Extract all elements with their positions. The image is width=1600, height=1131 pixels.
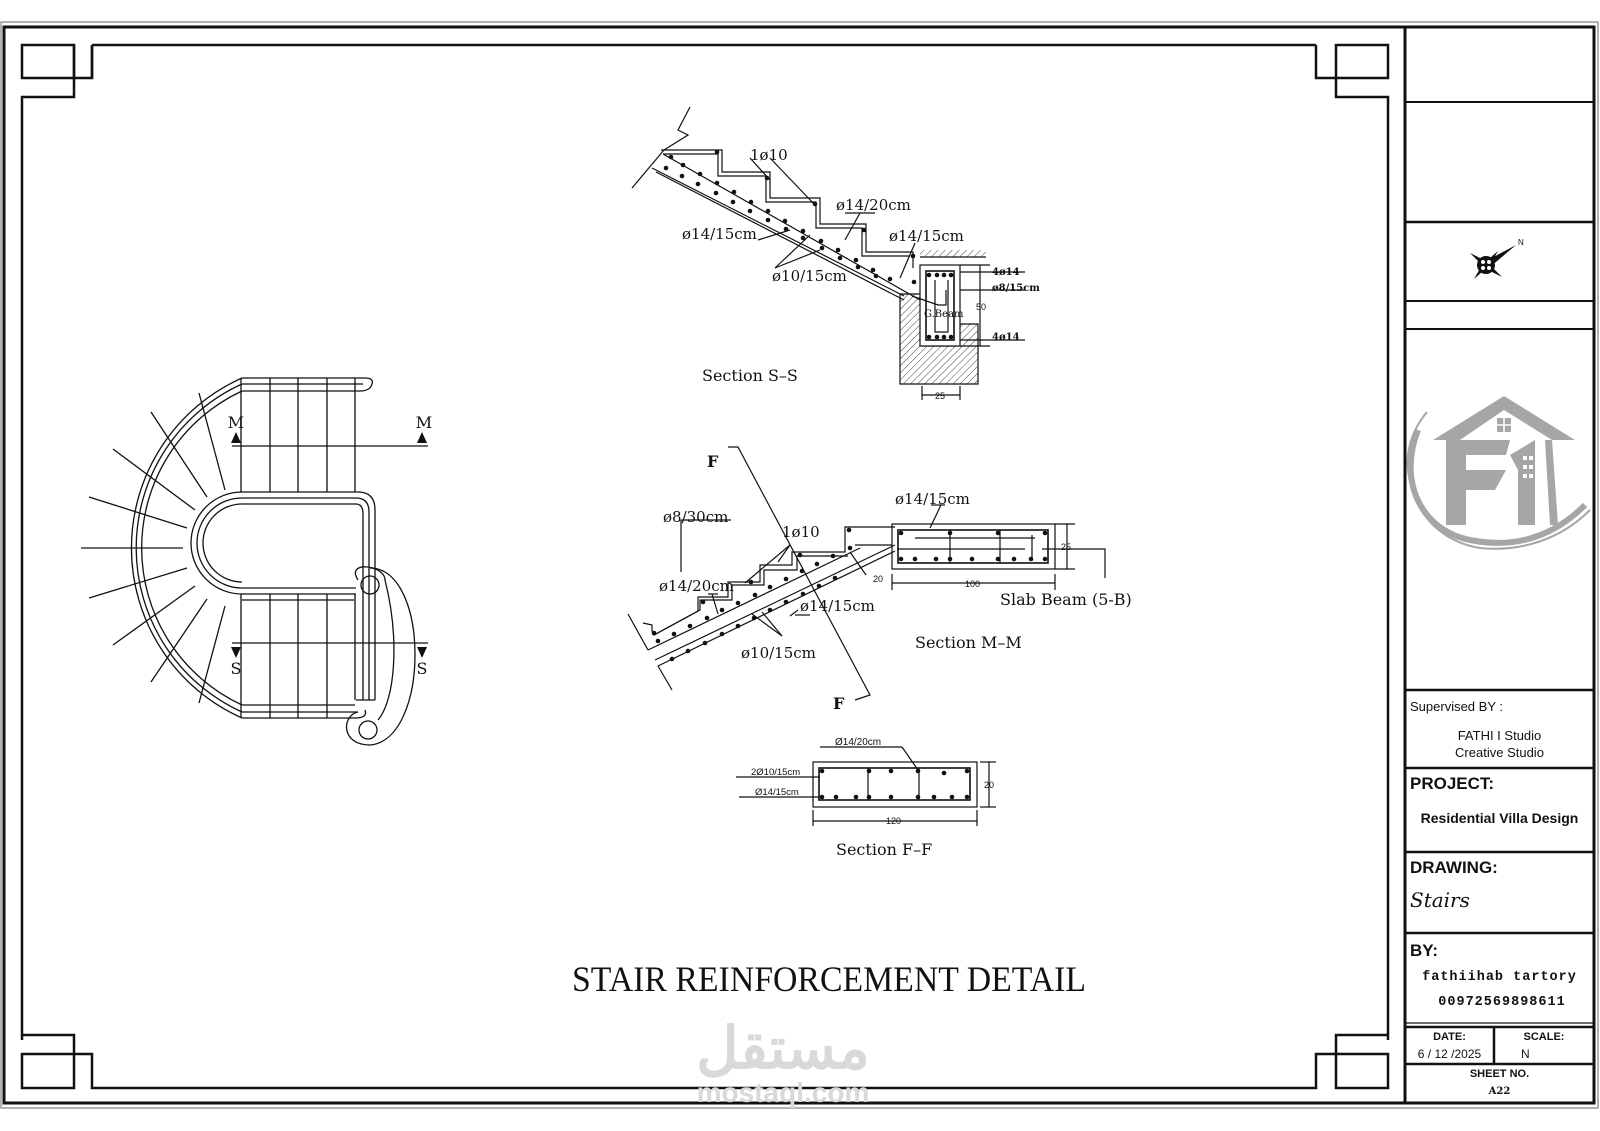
section-ss-labels: 1ø10 ø14/20cm ø14/15cm ø14/15cm ø10/15cm… [682, 146, 1040, 401]
sheet-label: SHEET NO. [1469, 1068, 1530, 1080]
cut-label-m-left: M [228, 413, 244, 432]
label-ff-width: 120 [886, 816, 901, 826]
label-ff-left-lower: Ø14/15cm [755, 787, 799, 798]
main-frame [2, 25, 1596, 1105]
cut-label-f-bottom: F [833, 694, 845, 713]
watermark-arabic: مستقل [696, 1016, 870, 1081]
supervised-label: Supervised BY : [1410, 699, 1503, 714]
cut-label-f-top: F [707, 452, 719, 471]
drawing-title: STAIR REINFORCEMENT DETAIL [572, 959, 1086, 999]
label-mm-dim-100: 100 [965, 579, 980, 589]
watermark-latin: mostaql.com [697, 1077, 870, 1108]
scale-value: N [1521, 1047, 1530, 1061]
section-ss-drawing [631, 106, 1025, 400]
label-mm-beam-bar: ø14/15cm [895, 490, 970, 508]
label-ss-upper-bar: ø14/20cm [836, 196, 911, 214]
section-ss-bars [663, 149, 954, 340]
supervisor-line2: Creative Studio [1455, 745, 1544, 760]
label-ss-beam-height: 50 [976, 302, 986, 312]
stair-plan [81, 377, 428, 746]
label-ss-distribution: ø10/15cm [772, 267, 847, 285]
label-mm-bottom-bar: ø14/15cm [800, 597, 875, 615]
section-ff-title: Section F–F [836, 840, 932, 859]
studio-logo [1406, 396, 1591, 550]
label-ss-stirrup: ø8/15cm [992, 283, 1040, 294]
date-label: DATE: [1433, 1031, 1466, 1043]
label-ss-beam-top: 4ø14 [992, 267, 1020, 278]
section-mm-labels: F F ø8/30cm 1ø10 ø14/20cm ø14/15cm ø14/1… [659, 452, 1132, 713]
outer-frame [0, 21, 1599, 1109]
cut-label-s-right: S [417, 659, 428, 678]
project-value: Residential Villa Design [1420, 810, 1579, 826]
decorative-border [20, 43, 1390, 1090]
scale-label: SCALE: [1523, 1031, 1565, 1043]
supervisor-line1: FATHI I Studio [1457, 728, 1542, 743]
label-ss-top-bar: 1ø10 [750, 146, 788, 164]
date-value: 6 / 12 /2025 [1417, 1047, 1482, 1061]
label-mm-dim-25: 25 [1061, 542, 1071, 552]
north-arrow-icon: N [1470, 238, 1524, 279]
section-mm-title: Section M–M [915, 633, 1022, 652]
label-mm-slab-beam: Slab Beam (5-B) [1000, 590, 1132, 609]
section-ff-drawing [736, 746, 996, 826]
label-mm-top-bar: 1ø10 [782, 523, 820, 541]
cut-label-s-left: S [231, 659, 242, 678]
section-mm-bars [651, 527, 1048, 662]
label-mm-distribution: ø10/15cm [741, 644, 816, 662]
section-ff-bars [819, 768, 970, 800]
label-ss-beam-name: G.Beam [924, 309, 964, 320]
label-ss-beam-bottom: 4ø14 [992, 332, 1020, 343]
cut-label-m-right: M [416, 413, 432, 432]
section-ss-title: Section S–S [702, 366, 798, 385]
label-ff-height: 20 [984, 780, 994, 790]
drawing-value: Stairs [1410, 888, 1470, 912]
label-mm-upper-bar: ø14/20cm [659, 577, 734, 595]
section-cut-markers: M M S S [228, 413, 432, 678]
by-label: BY: [1410, 941, 1439, 960]
north-label: N [1518, 238, 1524, 247]
by-phone: 00972569898611 [1438, 995, 1566, 1010]
label-ss-bottom-left: ø14/15cm [682, 225, 757, 243]
label-ss-right-bar: ø14/15cm [889, 227, 964, 245]
label-ff-top: Ø14/20cm [835, 737, 881, 748]
label-mm-stirrup: ø8/30cm [663, 508, 728, 526]
sheet-value: A22 [1488, 1086, 1511, 1097]
label-ss-beam-width: 25 [935, 391, 945, 401]
section-ff-labels: Ø14/20cm 2Ø10/15cm Ø14/15cm 20 120 Secti… [751, 737, 994, 859]
drawing-label: DRAWING: [1410, 858, 1498, 877]
label-ff-left-upper: 2Ø10/15cm [751, 767, 800, 778]
title-block-frame [1403, 27, 1594, 1103]
project-label: PROJECT: [1410, 774, 1495, 793]
label-mm-dim-20: 20 [873, 574, 883, 584]
by-name: fathiihab tartory [1422, 970, 1577, 985]
section-mm-drawing [627, 446, 1106, 701]
